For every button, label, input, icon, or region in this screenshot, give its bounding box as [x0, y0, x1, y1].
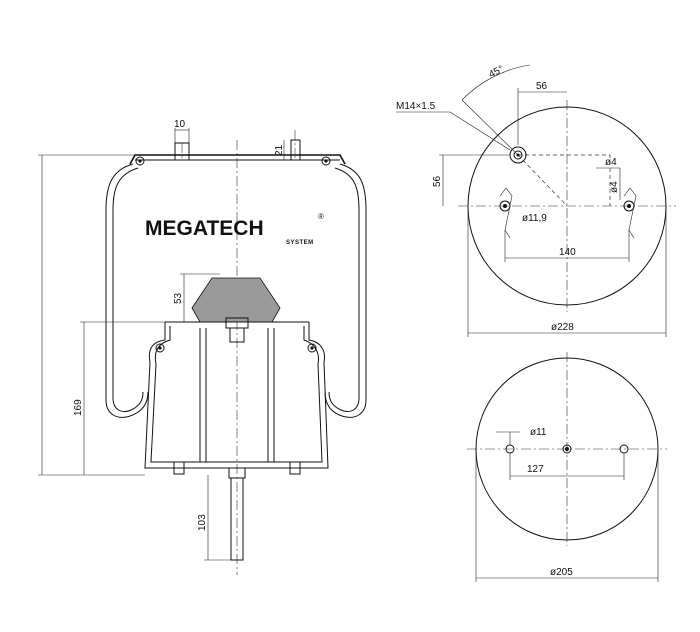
piston-crimp-left: [155, 343, 165, 353]
piston-crimp-right-dot: [310, 346, 314, 350]
top-pin-left: [499, 187, 513, 239]
dim-body-height: 169: [73, 399, 84, 416]
angle-arc: [461, 64, 531, 101]
bellows-left-inner: [112, 167, 144, 412]
dim-pin-v: ø4: [609, 181, 620, 193]
dim-bolt-spacing: 140: [559, 247, 576, 258]
bottom-stud-base: [228, 467, 246, 479]
bottom-center-stud-dot: [565, 447, 569, 451]
bottom-stud: [230, 478, 244, 561]
piston-crimp-left-dot: [158, 346, 162, 350]
dim-angle: 45°: [487, 64, 506, 81]
top-plate-crimp-right: [321, 156, 331, 166]
top-view: 45° M14×1.5 56 56 ø4 ø4 ø11,9 140 ø228: [396, 64, 676, 337]
top-plate-crimp-right-dot: [324, 159, 328, 163]
dim-top-height: 21: [274, 144, 285, 156]
piston-crimp-right: [307, 343, 317, 353]
dim-top-width: 10: [174, 119, 186, 130]
bellows-left-outer: [105, 163, 149, 418]
dim-bottom-diameter: ø205: [550, 567, 573, 578]
dim-stud-length: 103: [197, 514, 208, 531]
top-plate-crimp-left-dot: [138, 159, 142, 163]
top-plate-crimp-left: [135, 156, 145, 166]
bottom-stud-right: [289, 461, 301, 475]
rubber-bumper: [191, 277, 281, 323]
dim-offset-x: 56: [536, 81, 548, 92]
top-air-fitting: [290, 139, 301, 161]
brand-subtitle: SYSTEM: [286, 240, 314, 246]
angle-leg: [461, 99, 519, 156]
dim-bottom-hole: ø11: [530, 427, 547, 438]
top-view-diagonal: [517, 154, 568, 207]
dim-offset-y: 56: [432, 175, 443, 187]
bottom-view: ø11 127 ø205: [467, 352, 667, 582]
bellows-right-inner: [328, 167, 360, 412]
bottom-stud-left: [173, 461, 185, 475]
top-plate: [129, 154, 346, 165]
dim-diameter: ø228: [551, 322, 574, 333]
brand-name: MEGATECH: [145, 217, 264, 240]
piston-inner: [150, 326, 323, 463]
center-nut-body: [229, 327, 245, 343]
dim-bottom-spacing: 127: [527, 464, 544, 475]
top-view-reference: [518, 154, 611, 206]
bottom-center-stud: [562, 444, 572, 454]
top-bolt-right-dot: [627, 204, 631, 208]
dim-thread: M14×1.5: [396, 101, 436, 112]
piston-outer: [144, 322, 329, 469]
dim-hole-dia: ø11,9: [522, 213, 547, 224]
megatech-logo: MEGATECH ® SYSTEM: [145, 212, 324, 246]
air-fitting-inner: [513, 150, 523, 160]
thread-leader: [449, 111, 511, 151]
top-pin-right: [623, 187, 637, 239]
dim-pin-h: ø4: [605, 157, 617, 168]
brand-registered: ®: [318, 212, 324, 221]
side-view: 10 21 53 169 103 MEGATECH ® SYSTEM: [38, 119, 367, 575]
dim-piston-height: 53: [173, 292, 184, 304]
top-bolt-left-dot: [503, 204, 507, 208]
bellows-right-outer: [324, 163, 367, 418]
